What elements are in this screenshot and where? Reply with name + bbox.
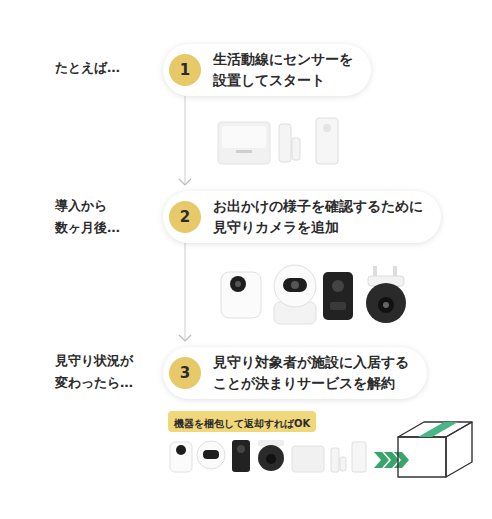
hub-device <box>218 122 270 164</box>
step-number-circle: 2 <box>169 201 201 233</box>
step-number: 1 <box>180 61 190 79</box>
step-number-circle: 1 <box>169 54 201 86</box>
returned-devices <box>170 440 366 472</box>
side-label: 見守り状況が 変わったら… <box>55 350 133 394</box>
note-tag: 機器を梱包して返却すればOK <box>168 411 316 432</box>
motion-sensor <box>316 118 338 164</box>
side-label: たとえば… <box>55 57 120 79</box>
camera-small <box>221 272 261 318</box>
step-pill: 生活動線にセンサーを 設置してスタート 1 <box>163 44 371 96</box>
camera-outdoor <box>366 266 406 323</box>
step-text: 生活動線にセンサーを 設置してスタート <box>213 49 353 91</box>
step-pill: お出かけの様子を確認するために 見守りカメラを追加 2 <box>163 191 441 243</box>
flow-connector <box>179 96 191 185</box>
step-text: 見守り対象者が施設に入居する ことが決まりサービスを解約 <box>213 352 409 394</box>
step-number: 2 <box>180 208 190 226</box>
note-text: 機器を梱包して返却すればOK <box>174 418 310 429</box>
green-chevrons <box>374 452 409 468</box>
flow-connector <box>179 243 191 341</box>
step-text: お出かけの様子を確認するために 見守りカメラを追加 <box>213 196 423 238</box>
side-label: 導入から 数ヶ月後… <box>55 195 120 239</box>
camera-pan <box>274 265 316 324</box>
camera-doorbell <box>323 272 353 320</box>
step-pill: 見守り対象者が施設に入居する ことが決まりサービスを解約 3 <box>163 347 427 399</box>
step-number-circle: 3 <box>169 357 201 389</box>
step-number: 3 <box>180 364 190 382</box>
door-sensor <box>279 124 300 162</box>
shipping-box <box>398 422 472 477</box>
